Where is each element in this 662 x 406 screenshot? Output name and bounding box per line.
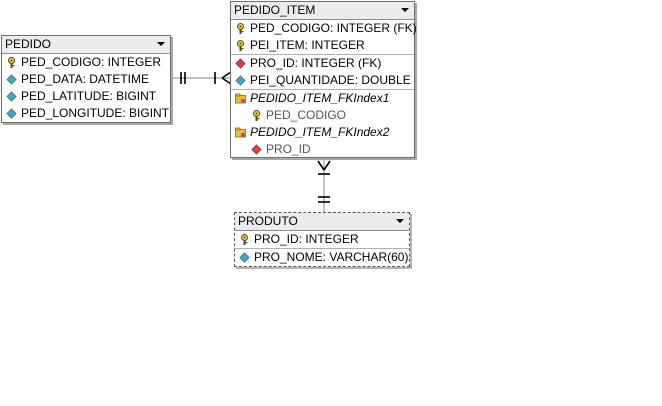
- index-label: PEDIDO_ITEM_FKIndex2: [250, 125, 390, 139]
- attribute-row[interactable]: PED_CODIGO: INTEGER (FK): [231, 20, 417, 37]
- attribute-label: PRO_ID: INTEGER: [254, 232, 359, 246]
- index-column-label: PED_CODIGO: [266, 108, 347, 122]
- folder-index-icon: [235, 127, 246, 138]
- blue-diamond-icon: [239, 252, 250, 263]
- crowfoot-left: [317, 160, 325, 171]
- attribute-row[interactable]: PED_CODIGO: INTEGER: [2, 54, 170, 71]
- entity-title: PEDIDO: [5, 37, 52, 51]
- attribute-row[interactable]: PEI_ITEM: INTEGER: [231, 37, 414, 54]
- entity-header[interactable]: PEDIDO: [2, 36, 170, 54]
- attribute-row[interactable]: PRO_NOME: VARCHAR(60): [235, 248, 409, 266]
- index-column-label: PRO_ID: [266, 142, 311, 156]
- dropdown-arrow-icon[interactable]: [396, 219, 404, 223]
- attribute-label: PED_LONGITUDE: BIGINT: [21, 106, 170, 120]
- index-column-row[interactable]: PED_CODIGO: [231, 107, 414, 124]
- index-row[interactable]: PEDIDO_ITEM_FKIndex1: [231, 89, 414, 107]
- dropdown-arrow-icon[interactable]: [157, 42, 165, 46]
- attribute-row[interactable]: PRO_ID: INTEGER (FK): [231, 54, 414, 72]
- entity-title: PEDIDO_ITEM: [234, 3, 316, 17]
- key-icon: [237, 23, 244, 34]
- entity-title: PRODUTO: [238, 214, 298, 228]
- dropdown-arrow-icon[interactable]: [401, 8, 409, 12]
- attribute-label: PRO_ID: INTEGER (FK): [250, 56, 382, 70]
- entity-header[interactable]: PRODUTO: [235, 213, 409, 231]
- key-icon: [8, 57, 15, 68]
- index-row[interactable]: PEDIDO_ITEM_FKIndex2: [231, 124, 414, 141]
- crowfoot-bottom: [221, 77, 232, 85]
- crowfoot-right: [323, 160, 331, 171]
- attribute-label: PEI_ITEM: INTEGER: [250, 38, 365, 52]
- red-diamond-icon: [251, 144, 262, 155]
- attribute-row[interactable]: PEI_QUANTIDADE: DOUBLE: [231, 72, 414, 89]
- attribute-label: PED_DATA: DATETIME: [21, 72, 150, 86]
- key-icon: [241, 234, 248, 245]
- blue-diamond-icon: [6, 91, 17, 102]
- blue-diamond-icon: [6, 74, 17, 85]
- index-label: PEDIDO_ITEM_FKIndex1: [250, 91, 390, 105]
- attribute-row[interactable]: PED_LONGITUDE: BIGINT: [2, 105, 170, 122]
- attribute-label: PRO_NOME: VARCHAR(60): [254, 250, 409, 264]
- entity-header[interactable]: PEDIDO_ITEM: [231, 2, 414, 20]
- key-icon: [253, 110, 260, 121]
- attribute-label: PEI_QUANTIDADE: DOUBLE: [250, 73, 411, 87]
- attribute-row[interactable]: PRO_ID: INTEGER: [235, 231, 409, 248]
- blue-diamond-icon: [6, 108, 17, 119]
- attribute-label: PED_CODIGO: INTEGER: [21, 55, 162, 69]
- blue-diamond-icon: [235, 75, 246, 86]
- index-column-row[interactable]: PRO_ID: [231, 141, 414, 158]
- crowfoot-top: [221, 71, 232, 79]
- entity-pedido[interactable]: PEDIDO PED_CODIGO: INTEGER PED_DATA: DAT…: [1, 35, 171, 123]
- key-icon: [237, 40, 244, 51]
- folder-index-icon: [235, 93, 246, 104]
- attribute-row[interactable]: PED_DATA: DATETIME: [2, 71, 170, 88]
- entity-pedido-item[interactable]: PEDIDO_ITEM PED_CODIGO: INTEGER (FK) PEI…: [230, 1, 417, 158]
- red-diamond-icon: [235, 58, 246, 69]
- attribute-label: PED_CODIGO: INTEGER (FK): [250, 21, 417, 35]
- entity-produto[interactable]: PRODUTO PRO_ID: INTEGER PRO_NOME: VARCHA…: [234, 212, 410, 267]
- attribute-row[interactable]: PED_LATITUDE: BIGINT: [2, 88, 170, 105]
- attribute-label: PED_LATITUDE: BIGINT: [21, 89, 157, 103]
